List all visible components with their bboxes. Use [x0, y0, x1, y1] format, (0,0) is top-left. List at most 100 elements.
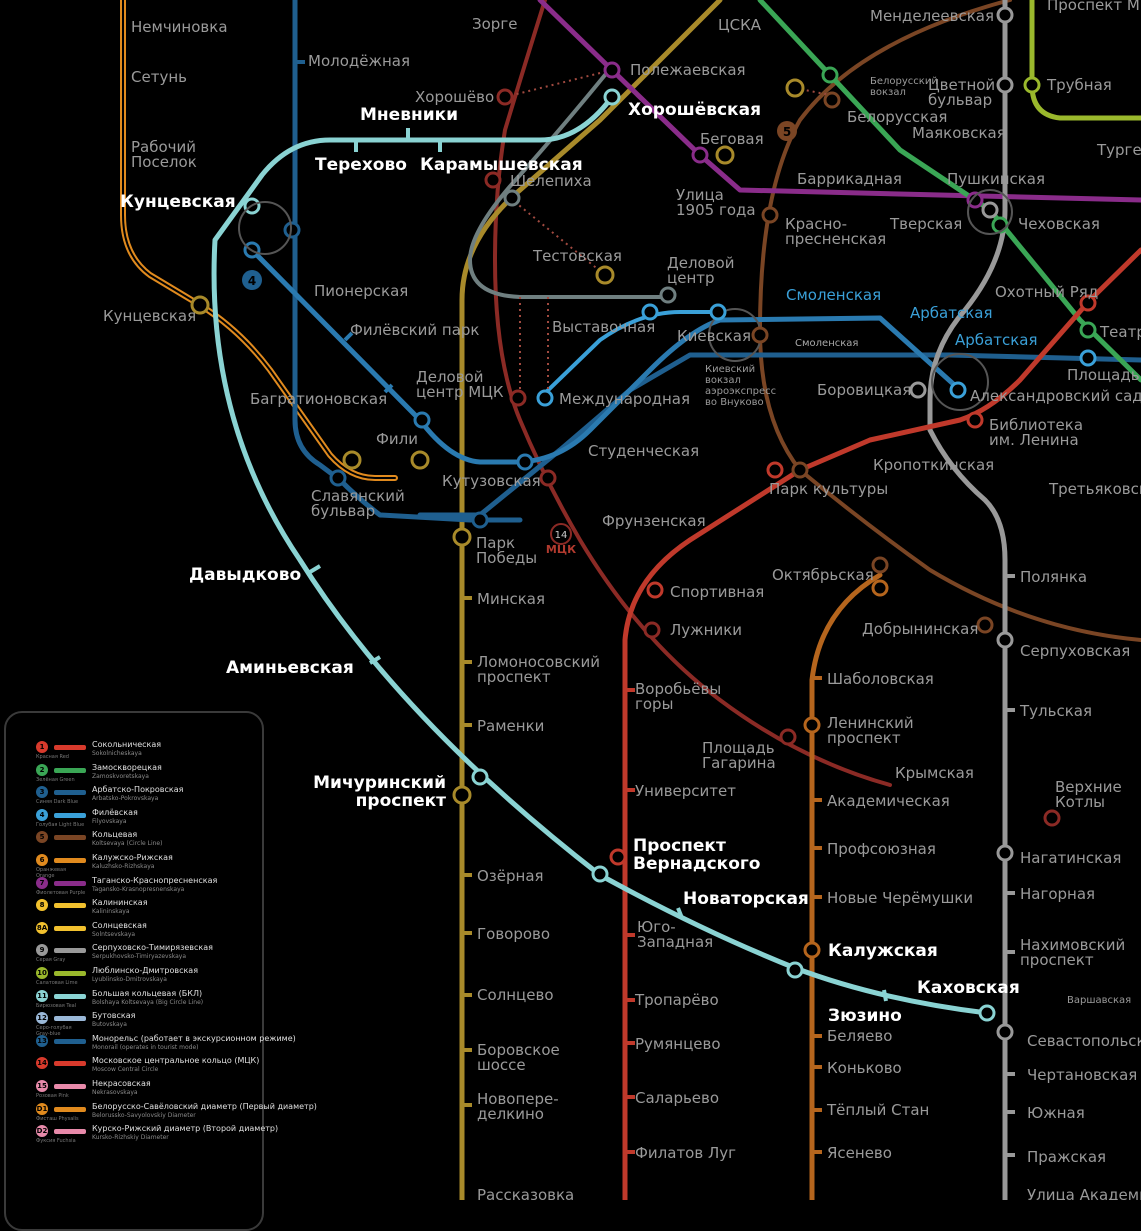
station-oktyabrskaya: Октябрьская — [772, 566, 874, 584]
legend-line-swatch — [54, 858, 86, 863]
line-4 — [249, 247, 963, 465]
legend-line-swatch — [54, 880, 86, 886]
line-5-badge — [777, 121, 797, 141]
station-setun: Сетунь — [131, 68, 187, 86]
station-tretyakovskaya: Третьяковская — [1048, 480, 1141, 498]
station-nagatinskaya: Нагатинская — [1020, 849, 1121, 867]
station-ozyornaya: Озёрная — [477, 867, 544, 885]
legend-line-swatch — [54, 767, 86, 773]
station-kropotkinskaya: Кропоткинская — [873, 456, 994, 474]
station-luzhniki: Лужники — [670, 621, 742, 639]
bkl-station-ticks — [308, 128, 888, 1002]
station-filevsky-park: Филёвский парк — [350, 321, 479, 339]
legend-line-name: Монорельс (работает в экскурсионном режи… — [92, 1033, 296, 1051]
legend-line-name: Московское центральное кольцо (МЦК)Mosco… — [92, 1056, 260, 1074]
grey-spur-line — [468, 73, 672, 299]
station-mezhdunarodnaya: Международная — [559, 390, 690, 408]
station-yuzhnaya: Южная — [1027, 1104, 1085, 1122]
legend-line-swatch — [54, 1061, 86, 1067]
station-bagrationovskaya: Багратионовская — [250, 390, 387, 408]
station-fili: Фили — [376, 430, 418, 448]
station-yasenevo: Ясенево — [827, 1144, 892, 1162]
station-mayakovskaya: Маяковская — [912, 124, 1006, 142]
station-varshavskaya: Варшавская — [1067, 995, 1131, 1006]
station-belyaevo: Беляево — [827, 1027, 892, 1045]
metro-map[interactable]: 4 5 14 МЦК Кунцевская Мневники Терехово … — [0, 0, 1141, 1200]
station-begovaya: Беговая — [700, 130, 764, 148]
station-krasnopresnenskaya: Красно-пресненская — [785, 215, 886, 248]
station-terekhovo: Терехово — [315, 155, 407, 175]
legend-line-number: 11 — [36, 989, 48, 1002]
station-rasskazovka: Рассказовка — [477, 1186, 574, 1200]
station-okhotny-ryad: Охотный Ряд — [995, 283, 1098, 301]
station-sevastopolskaya: Севастопольская — [1027, 1032, 1141, 1050]
station-sportivnaya: Спортивная — [670, 583, 764, 601]
station-ticks — [295, 60, 1015, 1157]
station-aminevskaya: Аминьевская — [226, 658, 354, 678]
legend-line-number: 3 — [36, 786, 48, 799]
line-1 — [622, 247, 1141, 1200]
transfer-dotted-links — [504, 69, 831, 395]
bkl-station-labels[interactable]: Кунцевская Мневники Терехово Карамышевск… — [120, 100, 1020, 1026]
station-mendeleevskaya: Менделеевская — [870, 7, 994, 25]
legend-line-number: 6 — [36, 854, 48, 866]
station-molodyozhnaya: Молодёжная — [308, 52, 410, 70]
legend-color-name: Бирюзовая Teal — [36, 1002, 77, 1009]
station-aleksandrovsky: Александровский сад — [970, 387, 1141, 405]
station-yugo-zapadnaya: Юго-Западная — [637, 918, 713, 951]
station-smolenskaya-4: Смоленская — [786, 286, 881, 304]
line-5-badge-label: 5 — [783, 125, 791, 139]
station-kuntsevskaya-d1: Кунцевская — [103, 307, 196, 325]
station-konkovo: Коньково — [827, 1059, 902, 1077]
legend-line-swatch — [54, 1038, 86, 1044]
station-chekhovskaya: Чеховская — [1018, 215, 1100, 233]
station-tverskaya: Тверская — [889, 215, 962, 233]
station-novatorskaya: Новаторская — [683, 889, 809, 909]
station-mnevniki: Мневники — [360, 105, 458, 125]
legend-line-number: D2 — [36, 1125, 48, 1138]
line-9 — [927, 0, 1008, 1200]
station-nagornaya: Нагорная — [1020, 885, 1095, 903]
station-universitet: Университет — [635, 782, 736, 800]
legend-color-name: Зелёная Green — [36, 776, 75, 783]
station-kuntsevskaya-bkl: Кунцевская — [120, 192, 236, 212]
legend-color-name: Голубая Light Blue — [36, 821, 85, 828]
legend-color-name: Серая Gray — [36, 957, 66, 964]
transfer-stations[interactable] — [190, 6, 1097, 1041]
legend-color-name: Красная Red — [36, 754, 69, 760]
legend-color-name: Розовая Pink — [36, 1093, 69, 1099]
mck-badge-label: МЦК — [546, 543, 576, 556]
station-arbatskaya-3: Арбатская — [955, 331, 1038, 349]
line-6 — [809, 572, 883, 1200]
station-khoroshyovo: Хорошёво — [415, 88, 494, 106]
station-testovskaya: Тестовская — [532, 247, 622, 265]
legend-line-number: 4 — [36, 808, 48, 821]
station-arbatskaya-4: Арбатская — [910, 304, 993, 322]
legend-color-name: Салатовая Lime — [36, 980, 78, 986]
station-ploshchad: Площадь — [1067, 366, 1140, 384]
